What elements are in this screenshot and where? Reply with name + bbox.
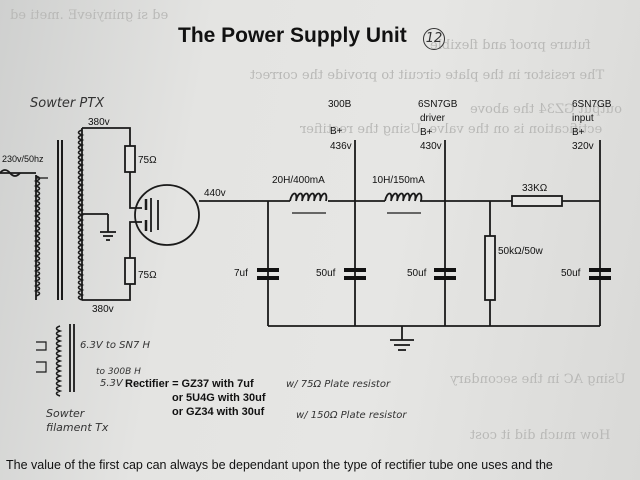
ac-symbol [0,169,21,177]
choke1-label: 20H/400mA [272,175,325,186]
body-text-footer: The value of the first cap can always be… [6,458,553,472]
node-input-voltage: 320v [572,141,594,152]
resistor-75-bottom-label: 75Ω [138,270,157,281]
rectifier-out-label: 440v [204,188,226,199]
node-driver-role: driver [420,113,446,124]
secondary-top-label: 380v [88,117,110,128]
resistor-33k [511,195,563,207]
cap-50uf-1 [344,268,366,272]
node-300b-bplus: B+ [330,126,343,137]
rectifier-note-2: or 5U4G with 30uf [172,392,266,404]
node-input-role: input [572,113,594,124]
capacitor-group [257,268,611,280]
filament-label-2: filament Tx [46,421,109,434]
cap-label: 50uf [407,268,427,279]
node-input-bplus: B+ [572,127,585,138]
cap-50uf-2 [434,268,456,272]
cap-7uf [257,268,279,272]
node-300b-name: 300B [328,99,352,110]
secondary-bottom-label: 380v [92,304,114,315]
node-driver-bplus: B+ [420,127,433,138]
secondary-top-lead [82,127,131,146]
filament-transformer [36,324,75,392]
page-title: The Power Supply Unit [178,24,407,47]
filament-tap1: 6.3V to SN7 H [80,340,151,351]
choke2-label: 10H/150mA [372,175,425,186]
page-number: 12 [423,28,445,50]
mains-label: 230v/50hz [2,154,44,164]
resistor-75-top-label: 75Ω [138,155,157,166]
cap-label: 50uf [561,268,581,279]
rectifier-hand-note-1: w/ 75Ω Plate resistor [286,379,391,390]
node-input-name: 6SN7GB [572,99,612,110]
choke-20h [289,192,328,214]
secondary-bottom-lead [82,284,131,301]
cap-label: 7uf [234,268,248,279]
transformer-label: Sowter PTX [30,96,105,111]
node-driver-voltage: 430v [420,141,442,152]
cap-50uf-3 [589,268,611,272]
filament-secondary-coil [55,325,63,397]
rectifier-tube [134,184,200,246]
cap-label: 50uf [316,268,336,279]
filament-label-1: Sowter [46,407,86,420]
resistor-75-bottom [124,257,136,285]
resistor-33k-label: 33KΩ [522,183,548,194]
choke-10h [384,192,423,214]
secondary-coil [77,129,85,301]
resistor-50k [484,235,496,301]
resistor-75-top [124,145,136,173]
rectifier-note-1: Rectifier = GZ37 with 7uf [125,378,254,390]
rectifier-note-3: or GZ34 with 30uf [172,406,265,418]
node-300b-voltage: 436v [330,141,352,152]
node-driver-name: 6SN7GB [418,99,458,110]
primary-coil [33,175,41,297]
rectifier-hand-note-2: w/ 150Ω Plate resistor [296,410,407,421]
resistor-50k-label: 50kΩ/50w [498,246,544,257]
filament-tap2-prefix: 5.3V [100,378,124,389]
filament-tap2: to 300B H [96,367,141,377]
